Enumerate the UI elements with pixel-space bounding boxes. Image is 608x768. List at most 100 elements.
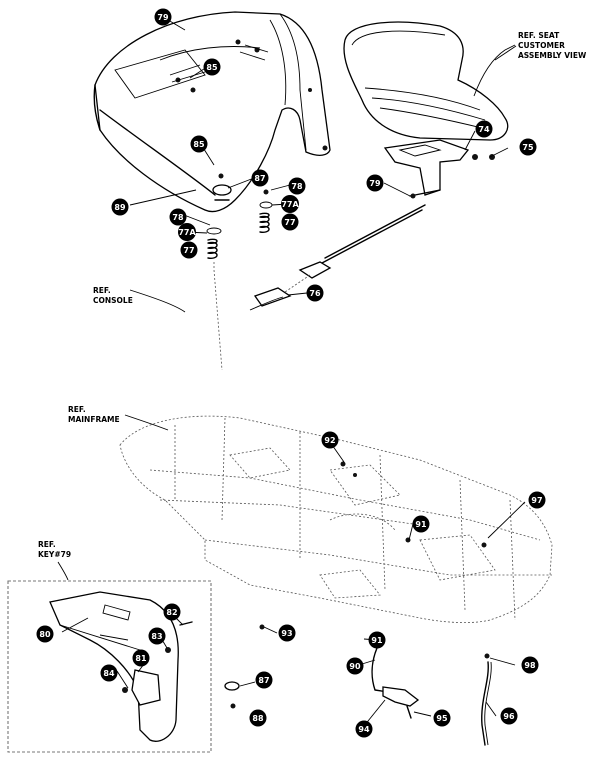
callout-75: 75: [519, 138, 537, 156]
svg-text:CONSOLE: CONSOLE: [93, 296, 133, 305]
callout-82: 82: [163, 603, 181, 621]
callout-78b: 78: [169, 208, 187, 226]
callout-circle: [154, 8, 172, 26]
callout-93: 93: [278, 624, 296, 642]
callout-number: 78: [291, 182, 303, 191]
callout-98: 98: [521, 656, 539, 674]
callout-circle: [148, 627, 166, 645]
callout-84: 84: [100, 664, 118, 682]
callout-circle: [255, 671, 273, 689]
callout-circle: [203, 58, 221, 76]
callout-95: 95: [433, 709, 451, 727]
callout-92: 92: [321, 431, 339, 449]
callout-number: 90: [349, 662, 361, 671]
callout-group: 79 85 85 89 87 78 77A 77 78 77A 77 74 75 79 76 92 97 91 82…: [36, 8, 546, 738]
callout-number: 79: [157, 13, 169, 22]
callout-circle: [346, 657, 364, 675]
linkage-parts: [224, 647, 492, 746]
inset-box: [7, 580, 212, 753]
callout-circle: [132, 649, 150, 667]
leader-lines: [57, 16, 526, 727]
callout-number: 77A: [178, 228, 196, 237]
callout-number: 89: [114, 203, 126, 212]
callout-number: 82: [166, 608, 177, 617]
callout-circle: [528, 491, 546, 509]
callout-76: 76: [306, 284, 324, 302]
callout-circle: [355, 720, 373, 738]
callout-number: 83: [151, 632, 162, 641]
callout-number: 93: [281, 629, 292, 638]
spring-assembly-left: [206, 184, 232, 371]
callout-81: 81: [132, 649, 150, 667]
callout-circle: [321, 431, 339, 449]
callout-circle: [500, 707, 518, 725]
callout-85b: 85: [190, 135, 208, 153]
callout-number: 88: [252, 714, 264, 723]
callout-circle: [278, 624, 296, 642]
callout-85a: 85: [203, 58, 221, 76]
callout-number: 75: [522, 143, 534, 152]
svg-text:REF.: REF.: [93, 286, 111, 295]
callout-79b: 79: [366, 174, 384, 192]
callout-number: 78: [172, 213, 184, 222]
callout-circle: [281, 195, 299, 213]
callout-circle: [100, 664, 118, 682]
callout-number: 87: [258, 676, 269, 685]
callout-circle: [306, 284, 324, 302]
callout-number: 85: [206, 63, 218, 72]
callout-number: 84: [103, 669, 115, 678]
callout-circle: [111, 198, 129, 216]
callout-number: 77A: [281, 200, 299, 209]
spring-assembly-right: [259, 189, 273, 233]
callout-number: 81: [135, 654, 147, 663]
callout-circle: [368, 631, 386, 649]
callout-circle: [251, 169, 269, 187]
callout-circle: [433, 709, 451, 727]
seat-rod: [249, 204, 426, 311]
callout-circle: [412, 515, 430, 533]
fender-drawing: [93, 11, 331, 213]
ref-label-mainframe: REF. MAINFRAME: [68, 405, 120, 424]
callout-circle: [288, 177, 306, 195]
callout-circle: [521, 656, 539, 674]
callout-number: 95: [436, 714, 448, 723]
callout-77Aa: 77A: [281, 195, 299, 213]
svg-text:REF.: REF.: [38, 540, 56, 549]
callout-circle: [366, 174, 384, 192]
callout-number: 77: [183, 246, 194, 255]
seat-drawing: [343, 21, 516, 199]
mainframe-drawing: [119, 415, 553, 659]
callout-number: 87: [254, 174, 265, 183]
svg-text:MAINFRAME: MAINFRAME: [68, 415, 120, 424]
callout-79a: 79: [154, 8, 172, 26]
callout-number: 92: [324, 436, 335, 445]
svg-text:REF. SEAT: REF. SEAT: [518, 31, 560, 40]
svg-text:KEY#79: KEY#79: [38, 550, 71, 559]
ref-label-console: REF. CONSOLE: [93, 286, 133, 305]
callout-77a: 77: [281, 213, 299, 231]
callout-number: 79: [369, 179, 381, 188]
callout-89: 89: [111, 198, 129, 216]
callout-77Ab: 77A: [178, 223, 196, 241]
callout-circle: [36, 625, 54, 643]
callout-88: 88: [249, 709, 267, 727]
callout-87a: 87: [251, 169, 269, 187]
callout-number: 98: [524, 661, 536, 670]
callout-number: 76: [309, 289, 321, 298]
callout-circle: [178, 223, 196, 241]
svg-text:CUSTOMER: CUSTOMER: [518, 41, 565, 50]
callout-number: 77: [284, 218, 295, 227]
callout-91b: 91: [368, 631, 386, 649]
ref-label-key79: REF. KEY#79: [38, 540, 71, 559]
svg-text:ASSEMBLY VIEW: ASSEMBLY VIEW: [518, 51, 587, 60]
callout-94: 94: [355, 720, 373, 738]
callout-74: 74: [475, 120, 493, 138]
callout-circle: [180, 241, 198, 259]
callout-number: 96: [503, 712, 515, 721]
ref-label-seat: REF. SEAT CUSTOMER ASSEMBLY VIEW: [518, 31, 587, 60]
callout-circle: [190, 135, 208, 153]
callout-number: 74: [478, 125, 490, 134]
callout-97: 97: [528, 491, 546, 509]
callout-90: 90: [346, 657, 364, 675]
